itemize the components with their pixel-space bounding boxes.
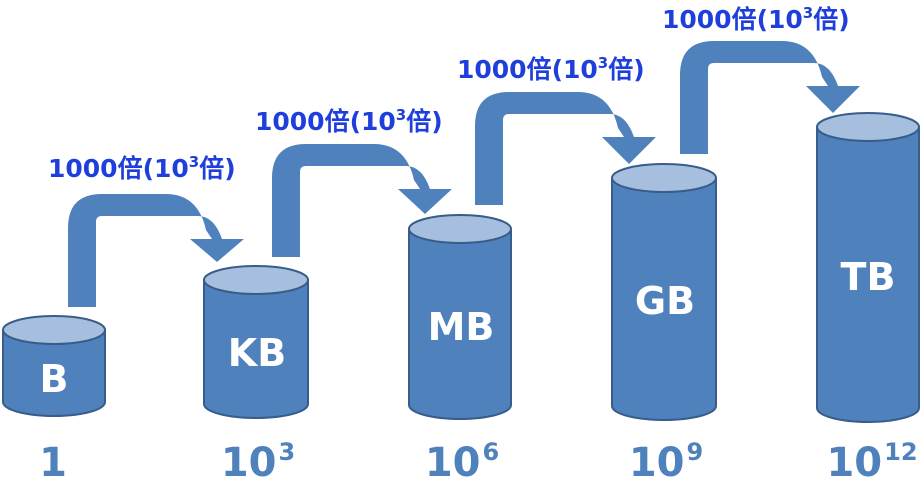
power-label-kb: 103: [220, 438, 296, 486]
power-label-gb: 109: [628, 438, 704, 486]
cylinder-gb: [611, 163, 717, 421]
step-arrow-3: [475, 92, 656, 205]
power-label-mb: 106: [424, 438, 500, 486]
unit-label-b: B: [39, 357, 69, 401]
cylinder-mb: [408, 214, 512, 420]
unit-label-mb: MB: [427, 305, 495, 349]
step-label-1: 1000倍(103倍): [48, 153, 236, 183]
step-arrow-4: [680, 41, 860, 154]
cylinder-b: [1, 315, 106, 417]
cylinder-kb: [203, 265, 309, 419]
power-label-b: 1: [39, 440, 67, 486]
step-label-3: 1000倍(103倍): [457, 54, 645, 84]
step-arrow-2: [272, 144, 452, 257]
power-label-tb: 1012: [826, 438, 918, 486]
step-label-4: 1000倍(103倍): [662, 4, 850, 34]
unit-label-tb: TB: [840, 255, 896, 299]
step-label-2: 1000倍(103倍): [255, 106, 443, 136]
step-arrows: [68, 41, 860, 307]
step-arrow-1: [68, 194, 244, 307]
unit-label-kb: KB: [227, 331, 287, 375]
unit-label-gb: GB: [634, 279, 696, 323]
cylinder-tb: [816, 112, 920, 423]
